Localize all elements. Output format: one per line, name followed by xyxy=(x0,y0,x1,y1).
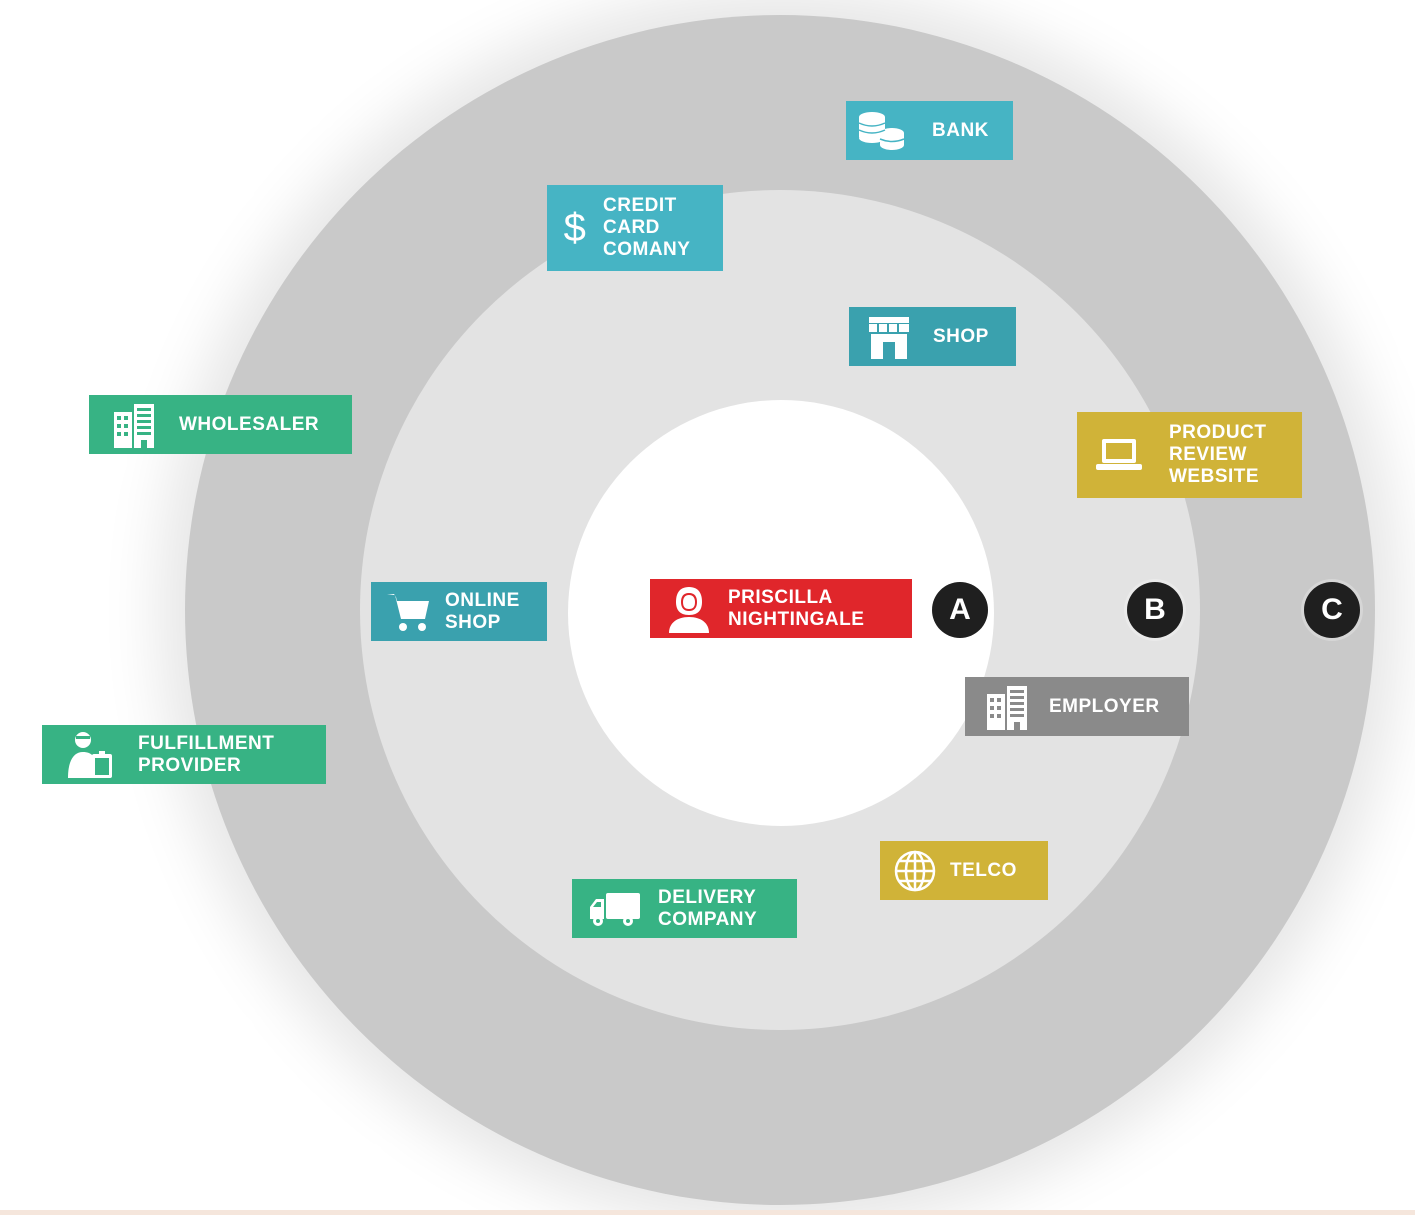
node-wholesaler: WHOLESALER xyxy=(89,395,352,454)
node-bank: BANK xyxy=(846,101,1013,160)
laptop-icon xyxy=(1077,437,1161,473)
truck-icon xyxy=(572,889,658,929)
node-online-shop: ONLINE SHOP xyxy=(371,582,547,641)
node-credit-card-company: $ CREDIT CARD COMANY xyxy=(547,185,723,271)
person-icon xyxy=(650,585,728,633)
node-credit-card-label: CREDIT CARD COMANY xyxy=(603,195,691,260)
building-icon xyxy=(965,684,1049,730)
ring-marker-c: C xyxy=(1304,582,1360,638)
ring-marker-b: B xyxy=(1127,582,1183,638)
node-wholesaler-label: WHOLESALER xyxy=(179,413,320,435)
globe-icon xyxy=(880,849,950,893)
storefront-icon xyxy=(849,315,929,359)
node-employer-label: EMPLOYER xyxy=(1049,695,1160,717)
node-telco: TELCO xyxy=(880,841,1048,900)
building-icon xyxy=(89,402,179,448)
coins-icon xyxy=(846,109,918,153)
node-product-review-website: PRODUCT REVIEW WEBSITE xyxy=(1077,412,1302,498)
node-employer: EMPLOYER xyxy=(965,677,1189,736)
cart-icon xyxy=(371,591,445,633)
dollar-icon: $ xyxy=(563,206,587,250)
worker-clipboard-icon xyxy=(42,730,138,780)
node-telco-label: TELCO xyxy=(950,859,1017,881)
node-fulfillment-provider: FULFILLMENT PROVIDER xyxy=(42,725,326,784)
node-fulfillment-label: FULFILLMENT PROVIDER xyxy=(138,732,275,776)
node-priscilla-nightingale: PRISCILLA NIGHTINGALE xyxy=(650,579,912,638)
node-delivery-label: DELIVERY COMPANY xyxy=(658,886,758,930)
node-shop: SHOP xyxy=(849,307,1016,366)
node-product-review-label: PRODUCT REVIEW WEBSITE xyxy=(1169,422,1267,487)
node-bank-label: BANK xyxy=(932,119,989,141)
node-shop-label: SHOP xyxy=(933,325,989,347)
node-online-shop-label: ONLINE SHOP xyxy=(445,589,520,633)
ring-marker-a: A xyxy=(932,582,988,638)
node-priscilla-label: PRISCILLA NIGHTINGALE xyxy=(728,586,865,630)
bottom-divider xyxy=(0,1210,1415,1215)
node-delivery-company: DELIVERY COMPANY xyxy=(572,879,797,938)
